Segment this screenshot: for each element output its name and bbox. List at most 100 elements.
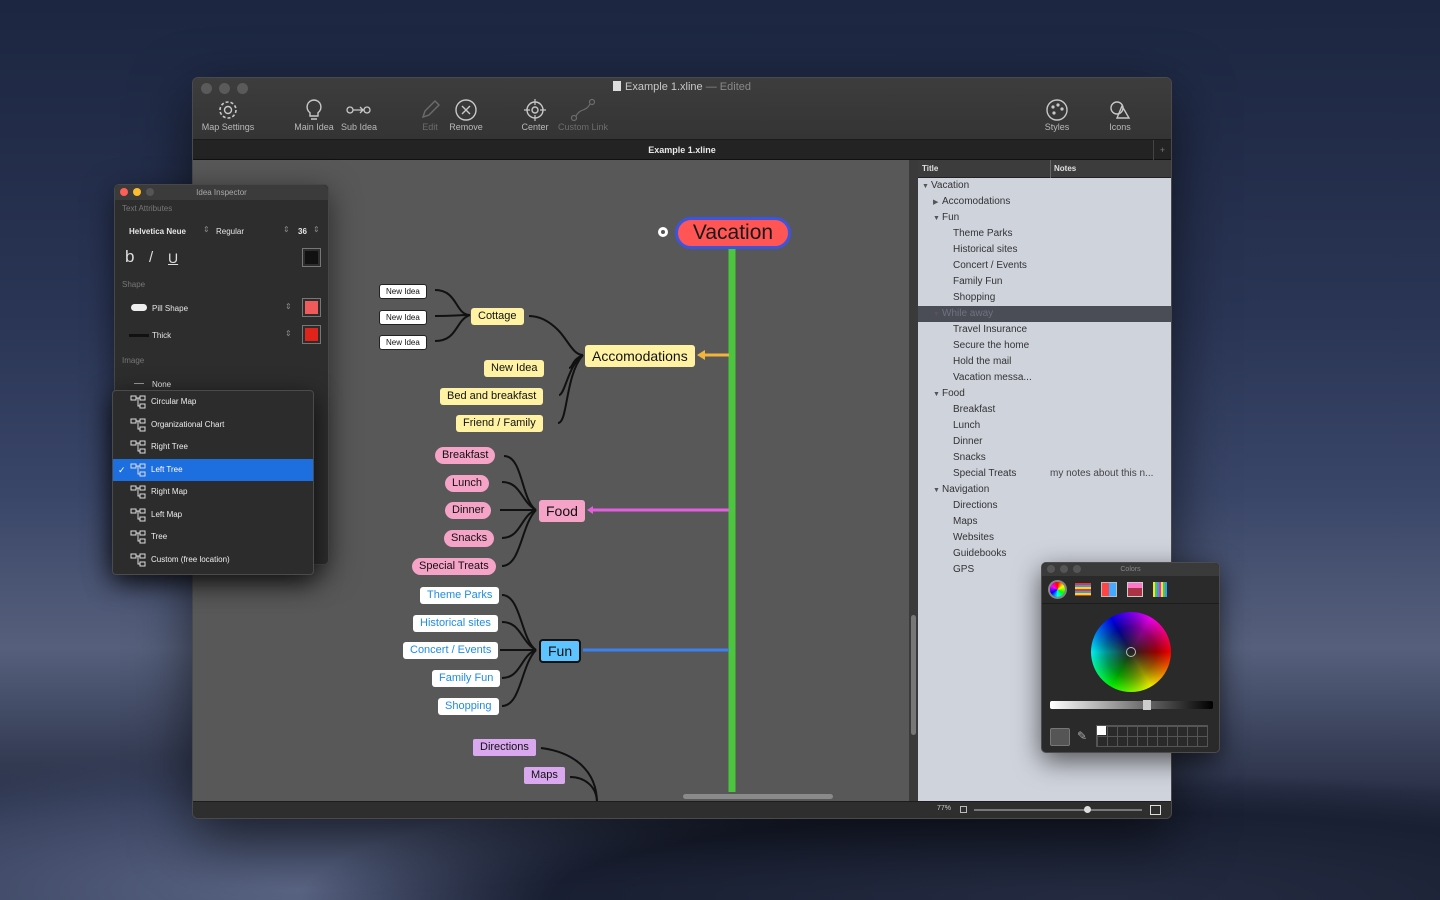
layout-menu-item[interactable]: Organizational Chart (113, 414, 313, 436)
pencils-mode-icon[interactable] (1153, 582, 1167, 597)
color-wheel-mode-icon[interactable] (1050, 582, 1065, 597)
title-column-header[interactable]: Title (922, 164, 939, 173)
outline-row[interactable]: ▼Navigation (918, 482, 1171, 498)
outline-row[interactable]: ▼Food (918, 386, 1171, 402)
inspector-zoom-button[interactable] (146, 188, 154, 196)
map-settings-button[interactable]: Map Settings (199, 98, 257, 132)
idea-new-idea-4[interactable]: New Idea (484, 360, 545, 377)
zoom-out-icon[interactable] (960, 806, 967, 813)
font-size-stepper-icon[interactable]: ⇕ (313, 225, 320, 234)
disclosure-triangle-icon[interactable]: ▼ (933, 215, 940, 222)
colors-minimize-button[interactable] (1060, 565, 1068, 573)
minimize-button[interactable] (219, 83, 230, 94)
outline-row[interactable]: Maps (918, 514, 1171, 530)
idea-maps[interactable]: Maps (524, 767, 565, 784)
outline-row[interactable]: Breakfast (918, 402, 1171, 418)
document-tab[interactable]: Example 1.xline + (193, 140, 1171, 160)
colors-close-button[interactable] (1047, 565, 1055, 573)
outline-row[interactable]: Websites (918, 530, 1171, 546)
idea-directions[interactable]: Directions (473, 739, 536, 756)
font-weight-stepper-icon[interactable]: ⇕ (283, 225, 290, 234)
idea-lunch[interactable]: Lunch (445, 475, 489, 492)
outline-row[interactable]: Historical sites (918, 242, 1171, 258)
color-sliders-mode-icon[interactable] (1075, 583, 1091, 596)
outline-row[interactable]: Shopping (918, 290, 1171, 306)
text-color-well[interactable] (302, 248, 321, 267)
idea-dinner[interactable]: Dinner (445, 502, 492, 519)
idea-historical-sites[interactable]: Historical sites (413, 615, 498, 632)
vertical-scrollbar[interactable] (911, 615, 916, 735)
font-size-field[interactable]: 36 (298, 227, 307, 236)
styles-button[interactable]: Styles (1039, 98, 1075, 132)
zoom-slider-knob[interactable] (1084, 806, 1091, 813)
idea-cottage[interactable]: Cottage (471, 308, 524, 325)
white-swatch[interactable] (1097, 726, 1106, 735)
disclosure-triangle-icon[interactable]: ▼ (922, 183, 929, 190)
layout-menu-item[interactable]: Circular Map (113, 391, 313, 413)
color-palettes-mode-icon[interactable] (1101, 582, 1117, 597)
idea-family-fun[interactable]: Family Fun (432, 670, 501, 687)
zoom-in-icon[interactable] (1150, 805, 1161, 815)
font-weight-select[interactable]: Regular (216, 227, 245, 236)
edit-button[interactable]: Edit (413, 98, 447, 132)
color-wheel-cursor[interactable] (1126, 647, 1136, 657)
outline-row[interactable]: Theme Parks (918, 226, 1171, 242)
idea-breakfast[interactable]: Breakfast (435, 447, 496, 464)
outline-row[interactable]: Snacks (918, 450, 1171, 466)
inspector-close-button[interactable] (120, 188, 128, 196)
outline-row[interactable]: Lunch (918, 418, 1171, 434)
idea-new-idea-1[interactable]: New Idea (379, 284, 427, 299)
zoom-button[interactable] (237, 83, 248, 94)
idea-fun[interactable]: Fun (539, 639, 582, 663)
zoom-slider[interactable] (974, 806, 1142, 813)
disclosure-triangle-icon[interactable]: ▼ (933, 311, 940, 318)
outline-row[interactable]: ▼While away (918, 306, 1171, 322)
current-color-well[interactable] (1050, 728, 1070, 746)
idea-special-treats[interactable]: Special Treats (412, 558, 496, 575)
idea-accomodations[interactable]: Accomodations (585, 345, 695, 367)
color-swatches-grid[interactable] (1096, 725, 1208, 747)
color-wheel[interactable] (1091, 612, 1171, 692)
sub-idea-button[interactable]: Sub Idea (337, 98, 381, 132)
idea-snacks[interactable]: Snacks (444, 530, 495, 547)
outline-row[interactable]: Secure the home (918, 338, 1171, 354)
root-idea-vacation[interactable]: Vacation (675, 217, 791, 249)
bold-button[interactable]: b (125, 247, 135, 266)
split-view-divider[interactable] (909, 160, 918, 803)
outline-row[interactable]: Vacation messa... (918, 370, 1171, 386)
notes-column-header[interactable]: Notes (1050, 160, 1076, 178)
font-family-stepper-icon[interactable]: ⇕ (203, 225, 210, 234)
outline-row[interactable]: Guidebooks (918, 546, 1171, 562)
idea-theme-parks[interactable]: Theme Parks (420, 587, 500, 604)
add-tab-button[interactable]: + (1153, 140, 1171, 160)
outline-row[interactable]: Family Fun (918, 274, 1171, 290)
image-palettes-mode-icon[interactable] (1127, 582, 1143, 597)
idea-shopping[interactable]: Shopping (438, 698, 499, 715)
outline-row[interactable]: ▼Fun (918, 210, 1171, 226)
idea-friend-family[interactable]: Friend / Family (456, 415, 543, 432)
shape-select[interactable]: Pill Shape (152, 304, 189, 313)
eyedropper-icon[interactable]: ✎ (1077, 729, 1088, 743)
brightness-slider[interactable] (1050, 700, 1213, 710)
inspector-minimize-button[interactable] (133, 188, 141, 196)
outline-row[interactable]: ▶Accomodations (918, 194, 1171, 210)
center-button[interactable]: Center (519, 98, 551, 132)
outline-row[interactable]: Directions (918, 498, 1171, 514)
line-color-well[interactable] (302, 325, 321, 344)
layout-menu-item[interactable]: Custom (free location) (113, 549, 313, 571)
layout-menu-item[interactable]: ✓Left Tree (113, 458, 313, 481)
shape-color-well[interactable] (302, 298, 321, 317)
layout-menu-item[interactable]: Right Map (113, 481, 313, 503)
font-family-select[interactable]: Helvetica Neue (129, 227, 186, 236)
disclosure-triangle-icon[interactable]: ▼ (933, 487, 940, 494)
italic-button[interactable]: / (149, 249, 154, 266)
outline-row[interactable]: ▼Vacation (918, 178, 1171, 194)
idea-concert-events[interactable]: Concert / Events (403, 642, 499, 659)
icons-button[interactable]: Icons (1105, 98, 1135, 132)
outline-row[interactable]: Travel Insurance (918, 322, 1171, 338)
idea-bed-and-breakfast[interactable]: Bed and breakfast (440, 388, 544, 405)
outline-row[interactable]: Concert / Events (918, 258, 1171, 274)
idea-food[interactable]: Food (539, 500, 585, 522)
colors-zoom-button[interactable] (1073, 565, 1081, 573)
